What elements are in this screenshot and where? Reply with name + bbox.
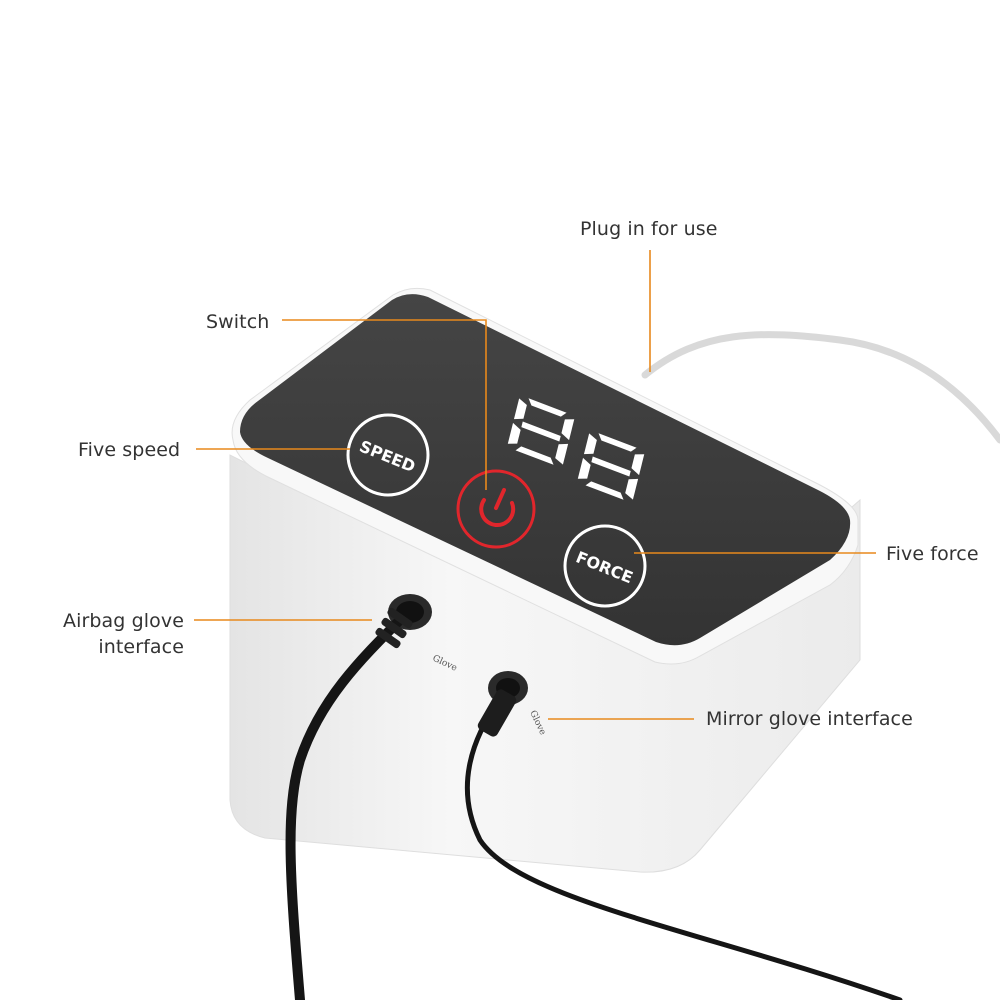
display-segment xyxy=(577,457,591,479)
display-digit xyxy=(507,398,575,465)
display-segment xyxy=(515,446,554,465)
mirror-plug xyxy=(477,689,517,737)
display-segment xyxy=(561,419,575,441)
power-icon xyxy=(479,488,516,527)
display-segment xyxy=(631,454,645,476)
callout-airbag-line1: Airbag glove xyxy=(63,610,184,632)
power-cable xyxy=(641,331,1000,444)
display-segment xyxy=(591,456,631,477)
digit-display xyxy=(507,398,645,500)
leader-switch xyxy=(282,319,487,490)
display-segment xyxy=(528,398,567,417)
display-segment xyxy=(521,421,561,442)
display-digit xyxy=(577,433,645,500)
display-segment xyxy=(513,398,527,420)
display-segment xyxy=(555,443,569,465)
callout-airbag: Airbag glove interface xyxy=(40,608,184,660)
display-segment xyxy=(598,433,637,452)
callout-speed: Five speed xyxy=(78,439,181,461)
airbag-plug xyxy=(375,607,413,649)
airbag-glove-cable xyxy=(285,615,405,1000)
display-segment xyxy=(507,422,521,444)
mirror-glove-cable xyxy=(464,697,903,1000)
display-segment xyxy=(583,433,597,455)
display-segment xyxy=(585,481,624,500)
callout-force: Five force xyxy=(886,543,979,565)
callout-plug: Plug in for use xyxy=(580,218,718,240)
display-segment xyxy=(625,478,639,500)
control-panel xyxy=(240,294,851,646)
callout-mirror: Mirror glove interface xyxy=(706,708,913,730)
callout-switch: Switch xyxy=(206,311,270,333)
power-button[interactable] xyxy=(456,469,536,549)
leader-lines xyxy=(194,250,876,720)
callout-airbag-line2: interface xyxy=(98,636,184,658)
